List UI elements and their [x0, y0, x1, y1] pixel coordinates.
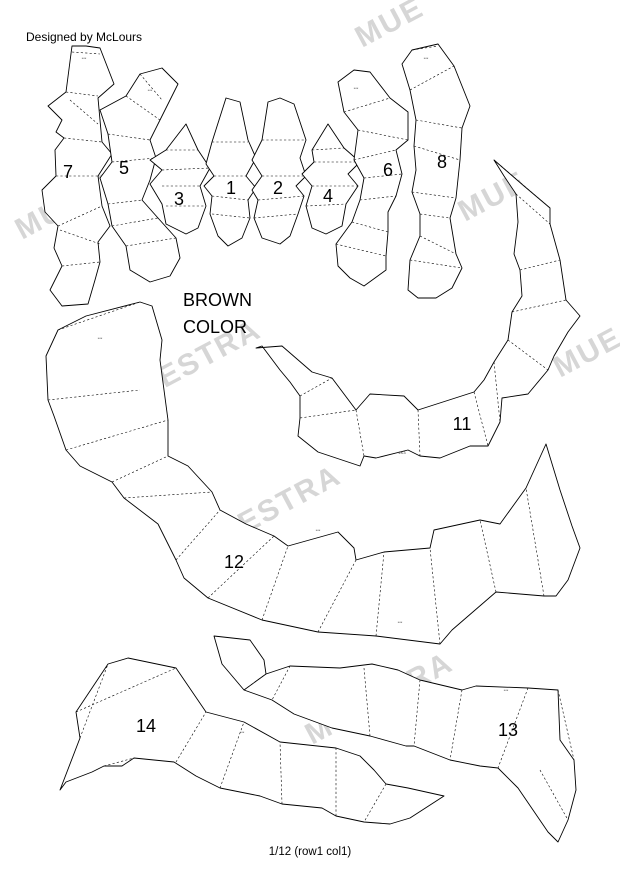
edge-marks: *** *** *** *** *** *** *** *** ***	[82, 56, 509, 735]
edge-mark: ***	[316, 528, 321, 533]
pattern-piece-13: 13	[213, 635, 577, 843]
pattern-piece-7: 7	[41, 45, 115, 307]
edge-mark: ***	[504, 688, 509, 693]
piece-number: 13	[498, 720, 518, 740]
pattern-piece-5: 5	[99, 67, 181, 283]
piece-number: 3	[174, 189, 184, 209]
edge-mark: ***	[148, 88, 153, 93]
pattern-piece-6: 6	[335, 69, 409, 287]
color-note: BROWN COLOR	[183, 287, 252, 341]
edge-mark: ***	[98, 336, 103, 341]
watermark-mue-top: MUE	[350, 0, 430, 54]
edge-mark: ***	[240, 730, 245, 735]
pattern-piece-11: 11 2K3	[255, 159, 581, 467]
piece-number: 6	[383, 160, 393, 180]
piece-number: 8	[437, 152, 447, 172]
pattern-piece-1: 1	[203, 97, 257, 247]
piece-number: 1	[226, 178, 236, 198]
color-note-line-2: COLOR	[183, 317, 248, 337]
piece-number: 14	[136, 716, 156, 736]
pattern-piece-12: 12	[45, 301, 581, 645]
pattern-piece-14: 14	[59, 657, 445, 825]
page-label: 1/12 (row1 col1)	[268, 846, 352, 858]
pattern-piece-3: 3	[149, 123, 211, 235]
color-note-line-1: BROWN	[183, 290, 252, 310]
pattern-piece-8: 8	[401, 43, 471, 299]
edge-mark: 2K3	[398, 450, 406, 455]
edge-mark: ***	[398, 620, 403, 625]
piece-number: 12	[224, 552, 244, 572]
designer-credit: Designed by McLours	[26, 30, 143, 44]
piece-number: 11	[453, 414, 472, 434]
edge-mark: ***	[354, 86, 359, 91]
pattern-piece-2: 2	[251, 97, 307, 245]
piece-number: 7	[63, 162, 73, 182]
edge-mark: ***	[424, 56, 429, 61]
piece-number: 5	[119, 158, 129, 178]
piece-number: 4	[323, 186, 333, 206]
piece-number: 2	[273, 178, 283, 198]
pattern-piece-4: 4	[301, 123, 361, 235]
edge-mark: ***	[82, 56, 87, 61]
